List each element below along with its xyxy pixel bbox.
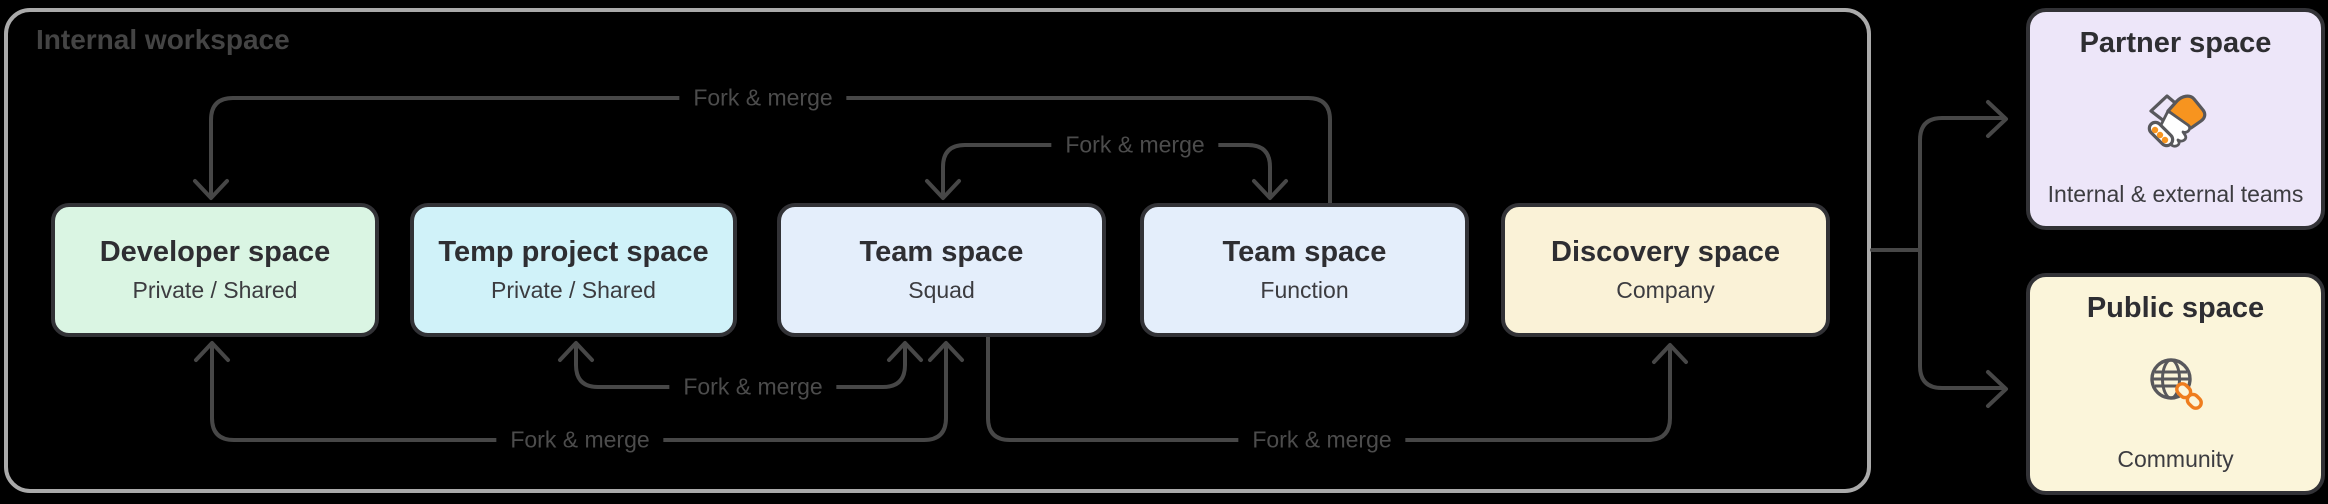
arrowhead-into-squad-bottom-left xyxy=(887,341,923,362)
internal-workspace-label: Internal workspace xyxy=(36,24,290,55)
developer-space-title: Developer space xyxy=(99,235,331,268)
handshake-icon xyxy=(2141,88,2211,150)
arrowhead-into-partner xyxy=(1986,100,2008,138)
team-space-function-title: Team space xyxy=(1222,235,1387,268)
temp-project-space-subtitle: Private / Shared xyxy=(491,276,656,303)
team-space-squad-subtitle: Squad xyxy=(908,276,975,303)
temp-project-space-box: Temp project space Private / Shared xyxy=(410,203,737,337)
temp-project-space-title: Temp project space xyxy=(438,235,709,268)
fork-merge-label-bottom-right: Fork & merge xyxy=(1238,425,1406,455)
public-space-box: Public space Community xyxy=(2026,273,2325,495)
fork-merge-label-top-short: Fork & merge xyxy=(1051,130,1219,160)
arrow-workspace-to-partner xyxy=(1870,116,2006,252)
partner-space-box: Partner space Internal & external teams xyxy=(2026,8,2325,230)
internal-workspace-container xyxy=(4,8,1871,493)
discovery-space-subtitle: Company xyxy=(1616,276,1715,303)
discovery-space-box: Discovery space Company xyxy=(1501,203,1830,337)
team-space-function-box: Team space Function xyxy=(1140,203,1469,337)
discovery-space-title: Discovery space xyxy=(1551,235,1780,268)
public-space-title: Public space xyxy=(2086,292,2265,324)
developer-space-subtitle: Private / Shared xyxy=(132,276,298,303)
arrowhead-into-public xyxy=(1986,370,2008,408)
team-space-squad-title: Team space xyxy=(859,235,1024,268)
arrow-workspace-to-public xyxy=(1918,248,2006,390)
fork-merge-label-bottom-long: Fork & merge xyxy=(496,425,664,455)
globe-link-icon xyxy=(2144,354,2208,414)
arrowhead-into-function-top xyxy=(1252,179,1288,200)
arrowhead-into-developer-bottom xyxy=(194,341,230,362)
arrowhead-into-temp-bottom xyxy=(558,341,594,362)
partner-space-subtitle: Internal & external teams xyxy=(2047,180,2304,207)
arrowhead-into-developer-top xyxy=(193,179,229,200)
team-space-squad-box: Team space Squad xyxy=(777,203,1106,337)
team-space-function-subtitle: Function xyxy=(1260,276,1349,303)
arrowhead-into-squad-top xyxy=(925,179,961,200)
developer-space-box: Developer space Private / Shared xyxy=(51,203,379,337)
arrowhead-into-squad-bottom-right xyxy=(928,341,964,362)
fork-merge-label-top-long: Fork & merge xyxy=(679,83,847,113)
fork-merge-label-bottom-short: Fork & merge xyxy=(669,372,837,402)
arrowhead-into-discovery-bottom xyxy=(1652,343,1688,364)
partner-space-title: Partner space xyxy=(2079,27,2272,59)
public-space-subtitle: Community xyxy=(2117,445,2234,472)
